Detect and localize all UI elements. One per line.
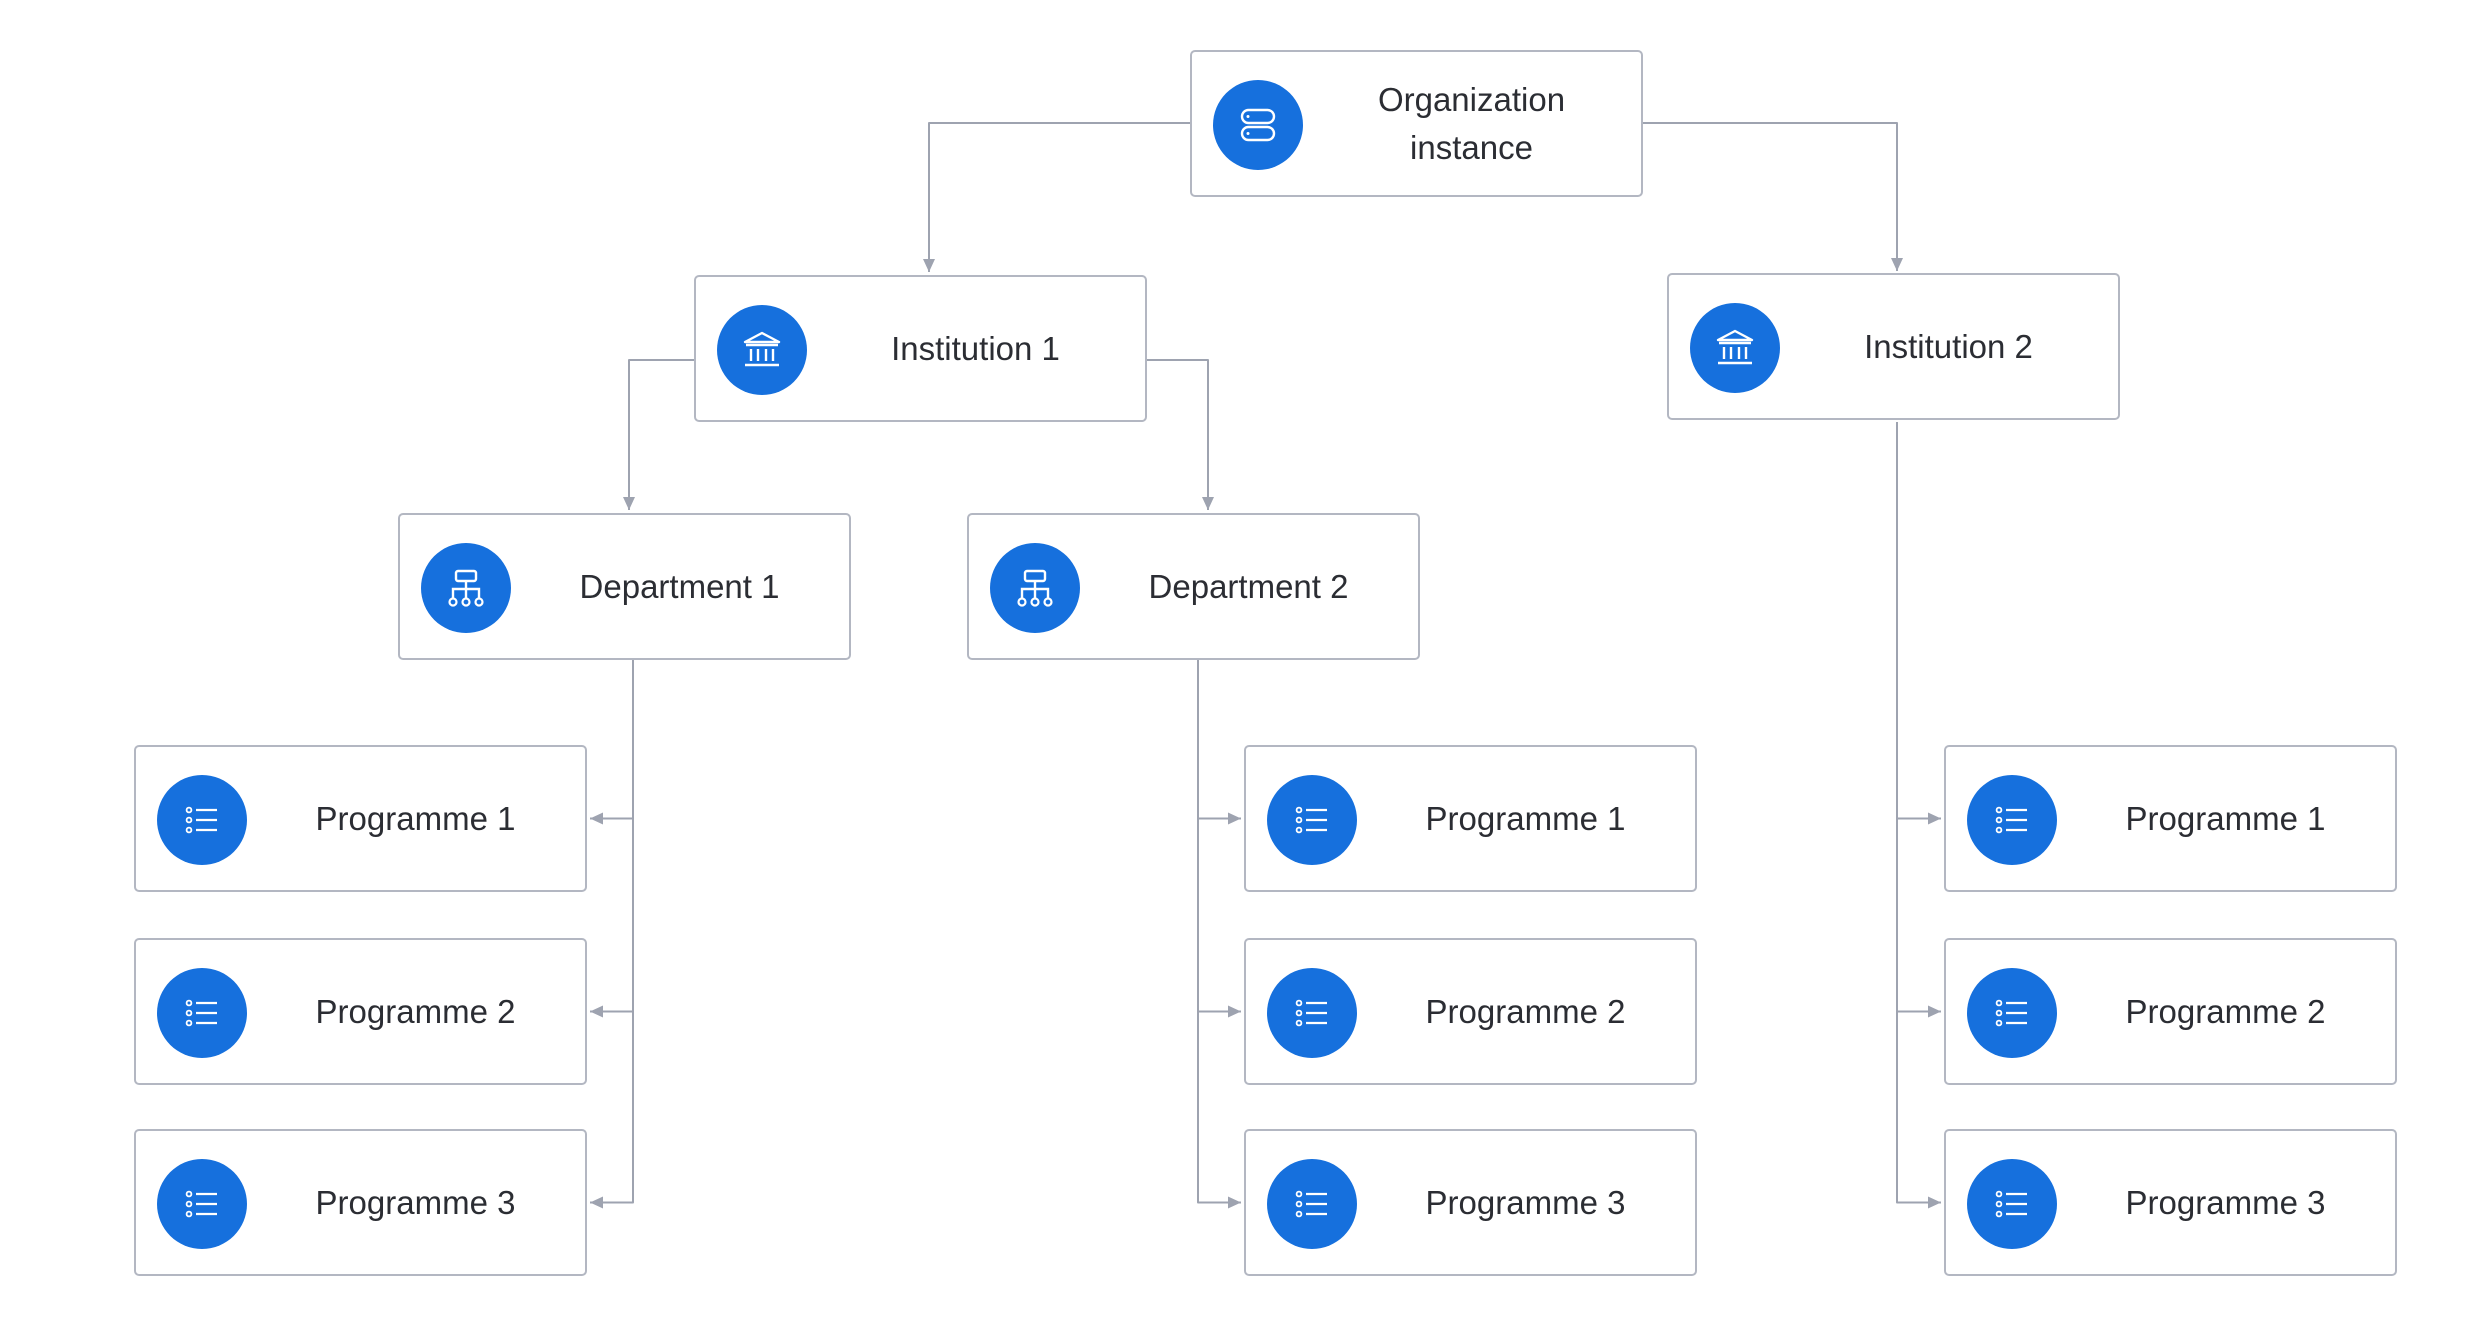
institution-2-programme-2-node: Programme 2 [1944,938,2397,1085]
department-1-programme-1-node-label: Programme 1 [315,799,516,837]
connector-department-2-to-programme-3-arrowhead [1228,1196,1241,1209]
institution-2-programme-1-node-label: Programme 1 [2125,799,2326,837]
connector-institution-2-to-programme-2-arrowhead [1928,1005,1941,1018]
institution-2-node: Institution 2 [1667,273,2120,420]
list-icon [157,775,247,865]
list-icon [1267,968,1357,1058]
department-1-node-label: Department 1 [579,567,780,605]
list-icon [1967,1159,2057,1249]
department-2-programme-3-node: Programme 3 [1244,1129,1697,1276]
org-chart-icon [990,543,1080,633]
department-2-node-label: Department 2 [1148,567,1349,605]
department-1-programme-1-node: Programme 1 [134,745,587,892]
department-2-programme-2-node-label: Programme 2 [1425,992,1626,1030]
department-1-programme-2-node-label: Programme 2 [315,992,516,1030]
connector-department-1-to-programme-2-arrowhead [590,1005,603,1018]
organization-instance-node: Organization instance [1190,50,1643,197]
institution-1-node: Institution 1 [694,275,1147,422]
department-1-programme-3-node: Programme 3 [134,1129,587,1276]
department-1-programme-3-node-label: Programme 3 [315,1183,516,1221]
connector-department-2-to-programme-1 [1197,660,1241,820]
connector-root-to-institution-2-arrowhead [1891,258,1903,271]
connector-institution-2-to-programme-2 [1896,422,1941,1013]
connector-institution-1-to-department-1 [628,359,694,510]
connector-root-to-institution-1-arrowhead [923,259,935,272]
connector-institution-1-to-department-2 [1147,359,1209,510]
connector-department-2-to-programme-2 [1197,660,1241,1013]
connector-department-2-to-programme-2-arrowhead [1228,1005,1241,1018]
connector-department-1-to-programme-3-arrowhead [590,1196,603,1209]
connector-institution-2-to-programme-3-arrowhead [1928,1196,1941,1209]
organization-instance-node-label: Organization instance [1377,80,1566,166]
institution-2-programme-1-node: Programme 1 [1944,745,2397,892]
connector-institution-1-to-department-1-arrowhead [623,497,635,510]
department-2-programme-2-node: Programme 2 [1244,938,1697,1085]
list-icon [1267,775,1357,865]
org-chart-icon [421,543,511,633]
connector-department-2-to-programme-3 [1197,660,1241,1204]
institution-2-node-label: Institution 2 [1864,327,2033,365]
institution-2-programme-2-node-label: Programme 2 [2125,992,2326,1030]
connector-department-1-to-programme-2 [590,660,634,1013]
bank-icon [717,305,807,395]
connector-department-2-to-programme-1-arrowhead [1228,812,1241,825]
connector-institution-2-to-programme-1-arrowhead [1928,812,1941,825]
institution-2-programme-3-node-label: Programme 3 [2125,1183,2326,1221]
connector-department-1-to-programme-3 [590,660,634,1204]
institution-2-programme-3-node: Programme 3 [1944,1129,2397,1276]
list-icon [157,1159,247,1249]
department-2-programme-1-node-label: Programme 1 [1425,799,1626,837]
connector-institution-2-to-programme-3 [1896,422,1941,1204]
connector-institution-2-to-programme-1 [1896,422,1941,820]
list-icon [1967,775,2057,865]
bank-icon [1690,303,1780,393]
list-icon [1967,968,2057,1058]
department-2-node: Department 2 [967,513,1420,660]
list-icon [157,968,247,1058]
connector-institution-1-to-department-2-arrowhead [1202,497,1214,510]
connector-root-to-institution-1 [928,122,1190,272]
connector-root-to-institution-2 [1643,122,1898,271]
connector-department-1-to-programme-1-arrowhead [590,812,603,825]
department-2-programme-3-node-label: Programme 3 [1425,1183,1626,1221]
department-2-programme-1-node: Programme 1 [1244,745,1697,892]
department-1-node: Department 1 [398,513,851,660]
department-1-programme-2-node: Programme 2 [134,938,587,1085]
database-icon [1213,80,1303,170]
institution-1-node-label: Institution 1 [891,329,1060,367]
list-icon [1267,1159,1357,1249]
connector-department-1-to-programme-1 [590,660,634,820]
